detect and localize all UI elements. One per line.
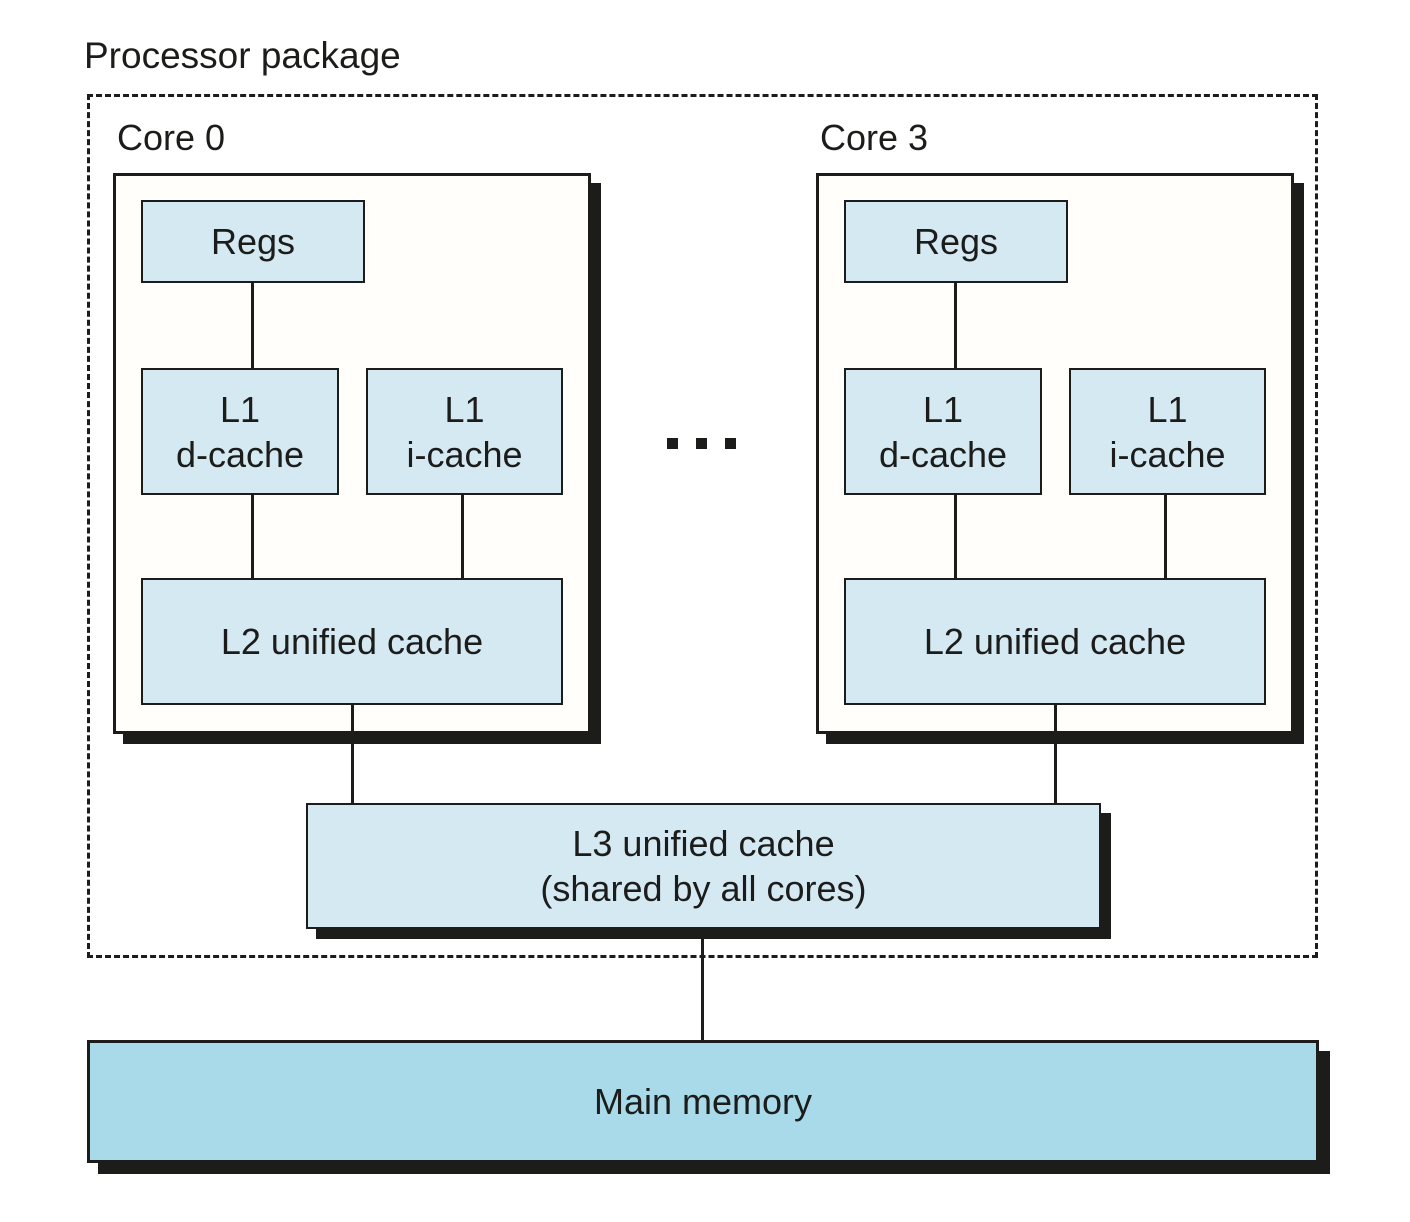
core-0-l1-icache-label-line1: L1 bbox=[444, 388, 485, 430]
main-memory-box: Main memory bbox=[87, 1040, 1319, 1163]
core-3-regs-label: Regs bbox=[913, 221, 999, 262]
core-3-l1-dcache-label-line1: L1 bbox=[922, 388, 964, 430]
core-0-l1i-l2-connector bbox=[461, 495, 464, 578]
ellipsis-dot bbox=[667, 438, 678, 449]
core-0-l1-icache-label-line2: i-cache bbox=[406, 433, 523, 475]
core-3-l1-icache-box: L1 i-cache bbox=[1069, 368, 1266, 495]
ellipsis-dot bbox=[725, 438, 736, 449]
core-0-l1d-l2-connector bbox=[251, 495, 254, 578]
main-memory-label: Main memory bbox=[593, 1080, 813, 1122]
core-0-l1-icache-box: L1 i-cache bbox=[366, 368, 563, 495]
core-0-l2-cache-label: L2 unified cache bbox=[220, 621, 484, 662]
core-0-l2-cache-box: L2 unified cache bbox=[141, 578, 563, 705]
core-0-l2-l3-connector bbox=[351, 705, 354, 803]
core-3-regs-l1d-connector bbox=[954, 283, 957, 368]
core-3-l2-cache-box: L2 unified cache bbox=[844, 578, 1266, 705]
l3-main-memory-connector bbox=[701, 929, 704, 1040]
core-0-l1-dcache-label-line1: L1 bbox=[219, 388, 261, 430]
core-0-l1-dcache-label-line2: d-cache bbox=[175, 433, 305, 475]
core-3-l1-dcache-label-line2: d-cache bbox=[878, 433, 1008, 475]
core-3-l1i-l2-connector bbox=[1164, 495, 1167, 578]
core-0-label: Core 0 bbox=[117, 117, 226, 158]
l3-cache-label-line2: (shared by all cores) bbox=[540, 868, 867, 909]
core-0-regs-box: Regs bbox=[141, 200, 365, 283]
core-3-l1-icache-label-line1: L1 bbox=[1147, 388, 1188, 430]
core-3-l2-cache-label: L2 unified cache bbox=[923, 621, 1187, 662]
core-0-regs-l1d-connector bbox=[251, 283, 254, 368]
processor-package-label: Processor package bbox=[84, 35, 401, 76]
l3-cache-box: L3 unified cache (shared by all cores) bbox=[306, 803, 1101, 929]
core-3-label: Core 3 bbox=[820, 117, 929, 158]
core-3-l1-dcache-box: L1 d-cache bbox=[844, 368, 1042, 495]
core-0-l1-dcache-box: L1 d-cache bbox=[141, 368, 339, 495]
core-3-l2-l3-connector bbox=[1054, 705, 1057, 803]
core-3-regs-box: Regs bbox=[844, 200, 1068, 283]
core-0-regs-label: Regs bbox=[210, 221, 296, 262]
core-3-l1d-l2-connector bbox=[954, 495, 957, 578]
l3-cache-label-line1: L3 unified cache bbox=[572, 823, 835, 864]
cores-ellipsis bbox=[667, 438, 736, 449]
ellipsis-dot bbox=[696, 438, 707, 449]
core-3-l1-icache-label-line2: i-cache bbox=[1109, 433, 1226, 475]
